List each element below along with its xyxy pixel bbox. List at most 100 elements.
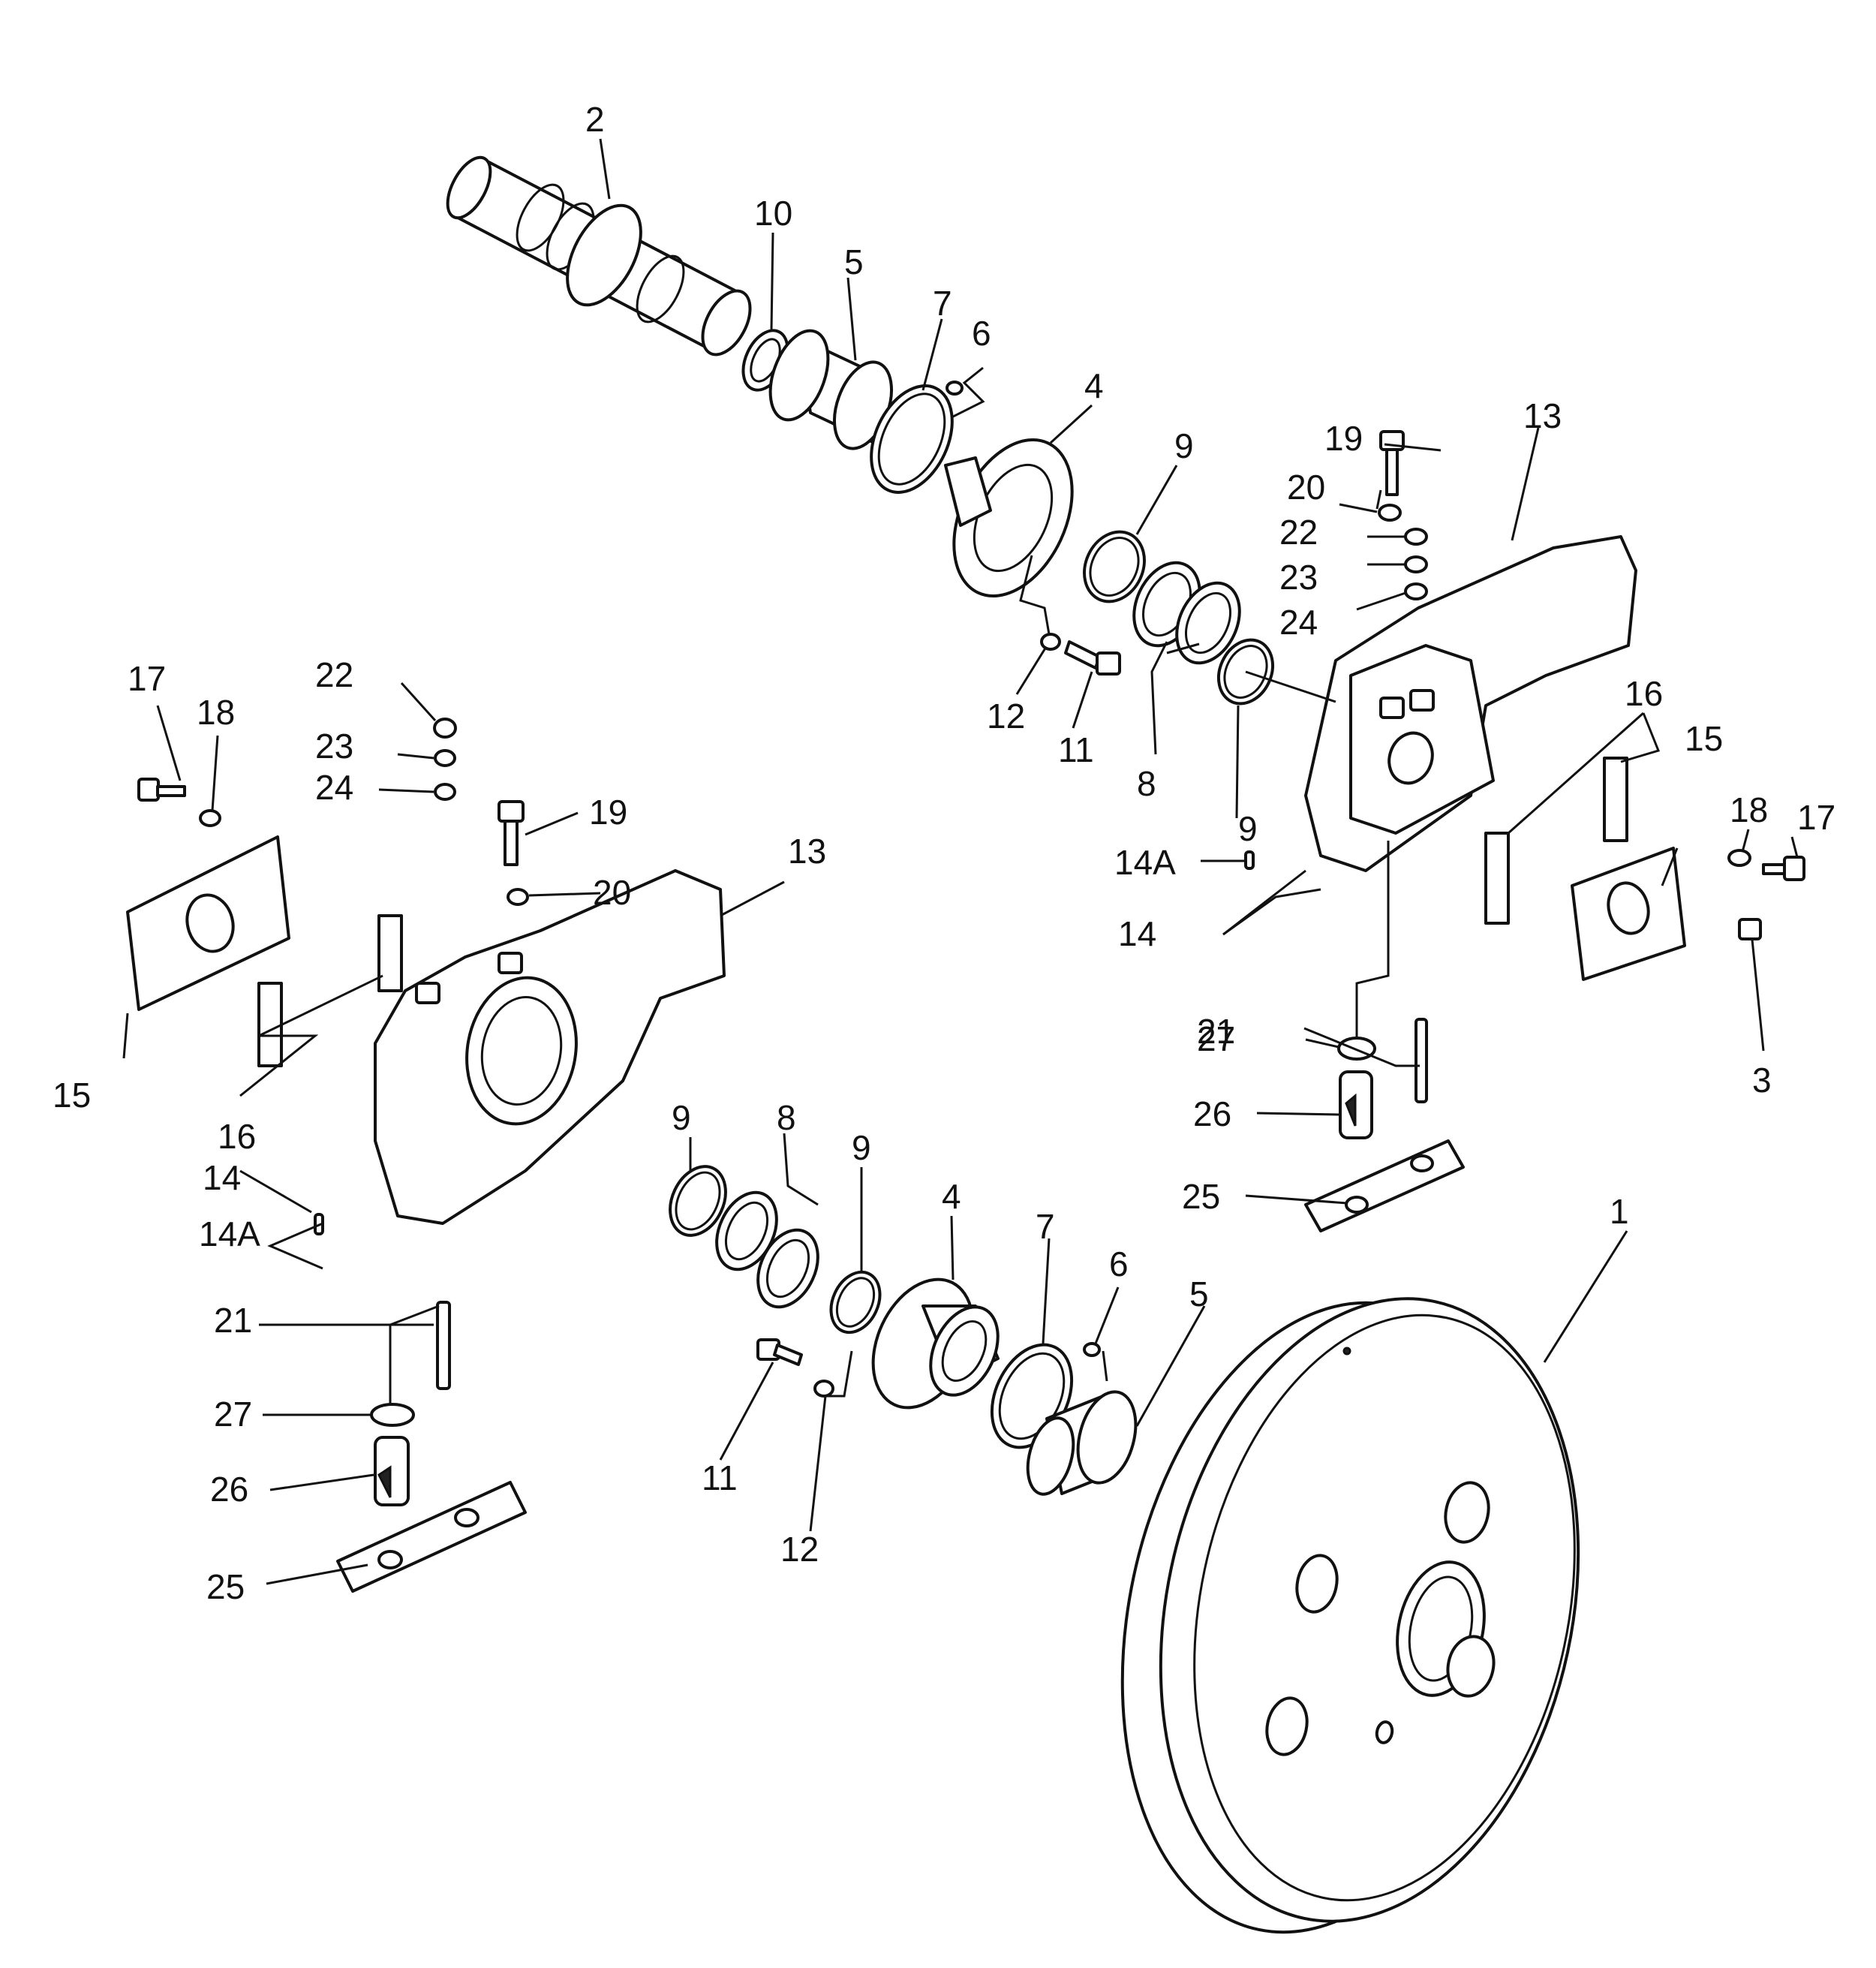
callout-4-upper: 4 — [1084, 366, 1104, 405]
washer-part-12-lower — [813, 1380, 834, 1398]
shaft-part-2 — [446, 155, 752, 357]
washer-part-18-upper — [1727, 849, 1751, 867]
pin-part-14A-upper — [1244, 850, 1255, 870]
callout-23-left: 23 — [315, 727, 353, 766]
callout-14A-upper: 14A — [1114, 843, 1176, 882]
collar-part-4-lower — [871, 1277, 1000, 1410]
callout-17-left: 17 — [128, 659, 166, 698]
callout-8-lower: 8 — [777, 1098, 796, 1137]
bolt-part-11-upper — [1064, 640, 1121, 676]
plug-part-6-lower — [1083, 1342, 1101, 1357]
plug-part-27-left — [370, 1403, 415, 1427]
shim-part-16-left-a — [377, 914, 403, 992]
adjuster-part-21-left — [436, 1301, 451, 1390]
callout-18-left: 18 — [197, 693, 235, 732]
washer-part-18-left — [199, 809, 221, 827]
callout-23-upper: 23 — [1279, 558, 1318, 597]
callout-20-left: 20 — [593, 873, 631, 912]
bolt-part-17-left — [137, 778, 186, 802]
callout-24-upper: 24 — [1279, 603, 1318, 642]
washer-part-20-upper — [1378, 504, 1402, 522]
adjuster-part-21-upper — [1415, 1018, 1428, 1103]
callout-2: 2 — [585, 100, 605, 139]
callout-18-upper: 18 — [1730, 790, 1768, 829]
guard-plate-part-15-left — [126, 835, 290, 1011]
floating-seal-part-8-upper — [1132, 561, 1241, 665]
callout-11-lower: 11 — [702, 1458, 738, 1497]
callout-13-upper: 13 — [1523, 396, 1562, 435]
lock-washer-part-23-left — [434, 749, 456, 767]
plate-part-25-left — [336, 1481, 527, 1593]
callout-21-left: 21 — [214, 1301, 252, 1340]
callout-16-upper: 16 — [1625, 674, 1663, 713]
callout-5-lower: 5 — [1189, 1274, 1209, 1314]
callout-15-upper: 15 — [1685, 719, 1723, 758]
bolt-part-17-upper — [1762, 856, 1805, 881]
callout-labels: 2 1 3 4 4 5 5 6 6 7 7 8 8 9 9 9 9 10 11 … — [53, 100, 1835, 1606]
shim-part-16-upper-a — [1603, 757, 1628, 842]
nut-part-22-left — [433, 718, 457, 739]
pin-part-26-upper — [1339, 1070, 1373, 1139]
callout-17-upper: 17 — [1797, 798, 1835, 837]
callout-10: 10 — [754, 194, 792, 233]
support-part-13-upper — [1304, 535, 1637, 872]
bushing-part-5-lower — [1026, 1390, 1138, 1496]
bolt-part-19-left — [498, 800, 525, 866]
callout-1: 1 — [1610, 1192, 1629, 1231]
callout-22-left: 22 — [315, 655, 353, 694]
callout-21-upper: 21 — [1197, 1012, 1235, 1051]
guard-plate-part-15-upper — [1571, 847, 1686, 981]
callout-7-upper: 7 — [933, 284, 952, 323]
washer-part-20-left — [507, 888, 529, 906]
callout-11-upper: 11 — [1058, 730, 1094, 769]
pin-part-26-left — [374, 1436, 410, 1506]
callout-12-upper: 12 — [987, 697, 1025, 736]
callout-6-upper: 6 — [972, 314, 991, 353]
nut-part-22-upper — [1404, 528, 1428, 546]
callout-26-upper: 26 — [1193, 1094, 1231, 1133]
callout-16-left: 16 — [218, 1117, 256, 1156]
callout-15-left: 15 — [53, 1076, 91, 1115]
callout-27-left: 27 — [214, 1395, 252, 1434]
callout-26-left: 26 — [210, 1470, 248, 1509]
callout-14A-left: 14A — [199, 1214, 260, 1253]
callout-8-upper: 8 — [1137, 764, 1156, 803]
plug-part-6-upper — [946, 381, 964, 396]
callout-24-left: 24 — [315, 768, 353, 807]
callout-7-lower: 7 — [1036, 1207, 1055, 1246]
callout-9-lower-a: 9 — [672, 1098, 691, 1137]
floating-seal-part-8-lower — [715, 1190, 819, 1309]
callout-9-upper-a: 9 — [1174, 426, 1194, 465]
callout-5-upper: 5 — [844, 242, 864, 281]
callout-12-lower: 12 — [780, 1530, 819, 1569]
callout-13-left: 13 — [788, 832, 826, 871]
washer-part-12-upper — [1040, 633, 1061, 651]
callout-9-upper-b: 9 — [1238, 809, 1258, 848]
bolt-part-3 — [1738, 918, 1762, 940]
support-part-13-left — [374, 869, 726, 1225]
leader-lines — [122, 138, 1799, 1585]
collar-part-4-upper — [944, 438, 1074, 597]
lock-washer-part-23-upper — [1404, 555, 1428, 573]
callout-25-upper: 25 — [1182, 1177, 1220, 1216]
callout-6-lower: 6 — [1109, 1244, 1129, 1283]
callout-9-lower-b: 9 — [852, 1128, 871, 1167]
o-ring-part-7-upper — [870, 384, 954, 494]
callout-4-lower: 4 — [942, 1177, 961, 1216]
o-ring-part-9-lower-a — [669, 1165, 727, 1237]
idler-wheel-part-1 — [1120, 1297, 1580, 1934]
callout-19-upper: 19 — [1324, 419, 1363, 458]
bolt-part-11-lower — [756, 1338, 803, 1366]
plate-part-25-upper — [1304, 1139, 1465, 1232]
callout-3: 3 — [1752, 1061, 1772, 1100]
callout-14-left: 14 — [203, 1158, 241, 1197]
shim-part-16-left-b — [257, 982, 283, 1067]
callout-25-left: 25 — [206, 1567, 245, 1606]
o-ring-part-9-lower-b — [829, 1270, 882, 1335]
shim-part-16-upper-b — [1484, 832, 1510, 925]
callout-14-upper: 14 — [1118, 914, 1156, 953]
washer-part-24-upper — [1404, 582, 1428, 600]
callout-19-left: 19 — [589, 793, 627, 832]
callout-27-upper: 27 — [1197, 1019, 1235, 1058]
